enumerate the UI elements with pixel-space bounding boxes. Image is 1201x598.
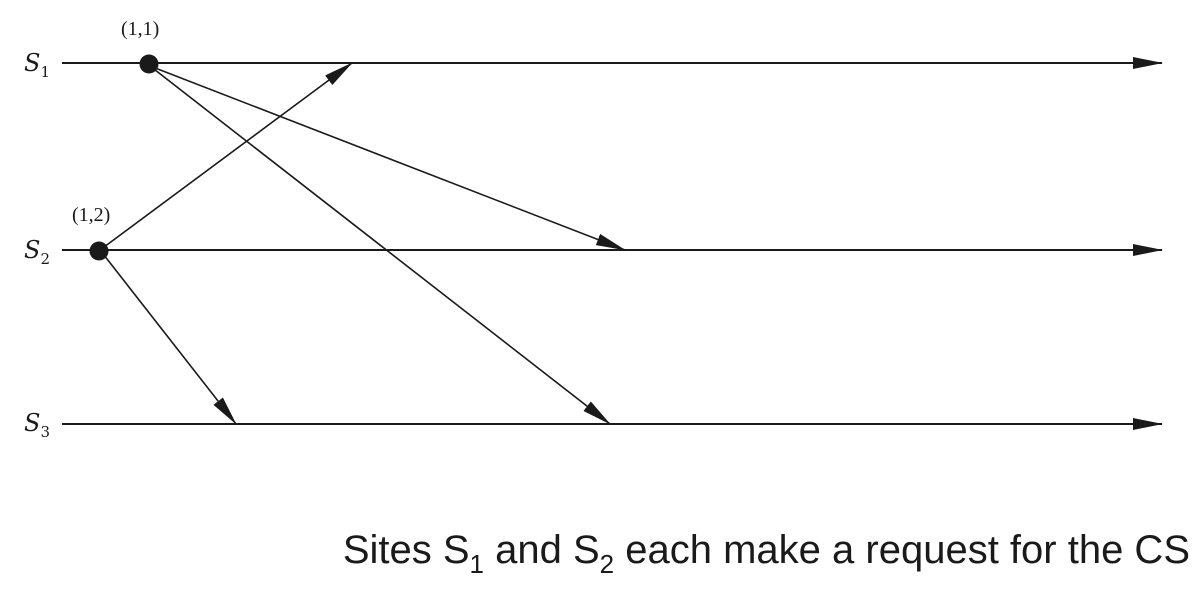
message-s1-to-s3 bbox=[149, 65, 611, 425]
message-s2-to-s3 bbox=[99, 249, 237, 425]
site-label-s1: S1 bbox=[24, 49, 50, 81]
site-label-s2: S2 bbox=[24, 236, 50, 268]
timestamp-label-s2: (1,2) bbox=[72, 204, 110, 226]
site-label-s3: S3 bbox=[24, 409, 50, 441]
message-s2-to-s1 bbox=[99, 62, 353, 251]
caption: Sites S1 and S2 each make a request for … bbox=[343, 528, 1190, 579]
timestamp-label-s1: (1,1) bbox=[121, 18, 159, 40]
request-event-s2 bbox=[89, 241, 109, 261]
request-event-s1 bbox=[139, 54, 159, 74]
message-s1-to-s2 bbox=[149, 65, 626, 251]
